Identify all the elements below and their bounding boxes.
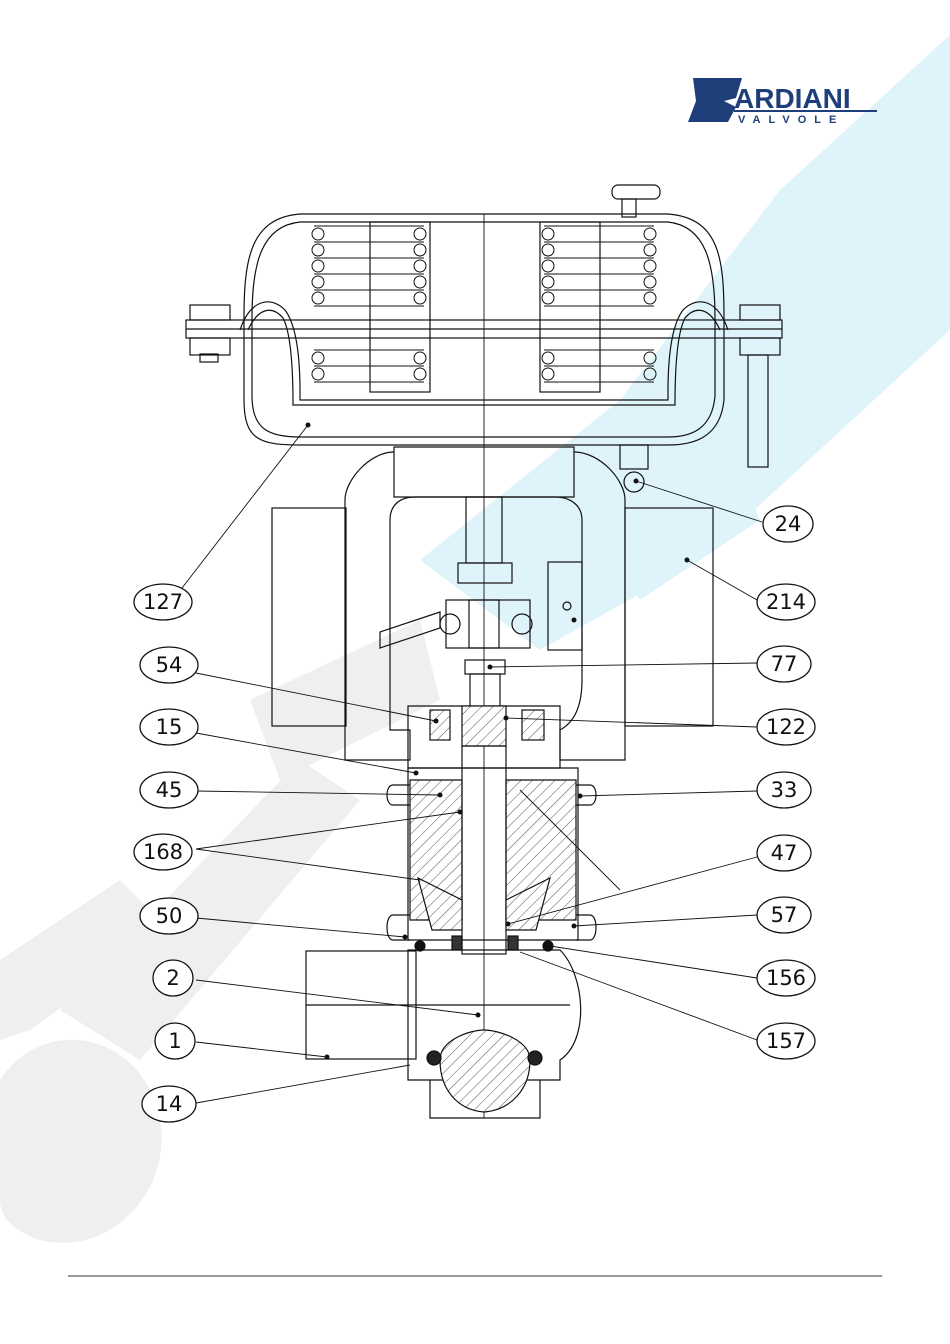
callout-label-33: 33 bbox=[771, 778, 798, 802]
callout-label-47: 47 bbox=[771, 841, 798, 865]
callout-label-122: 122 bbox=[766, 715, 806, 739]
callout-label-54: 54 bbox=[156, 653, 183, 677]
callout-57: 57 bbox=[757, 897, 811, 933]
callout-label-157: 157 bbox=[766, 1029, 806, 1053]
callout-label-50: 50 bbox=[156, 904, 183, 928]
callout-24: 24 bbox=[763, 506, 813, 542]
logo-subtitle: VALVOLE bbox=[738, 114, 844, 126]
callout-50: 50 bbox=[140, 898, 198, 934]
callout-54: 54 bbox=[140, 647, 198, 683]
logo-name-tail: ARDIANI bbox=[734, 83, 851, 114]
callout-label-214: 214 bbox=[766, 590, 806, 614]
callout-label-156: 156 bbox=[766, 966, 806, 990]
callout-127: 127 bbox=[134, 584, 192, 620]
callout-label-168: 168 bbox=[143, 840, 183, 864]
callout-label-127: 127 bbox=[143, 590, 183, 614]
callout-label-24: 24 bbox=[775, 512, 802, 536]
callout-1: 1 bbox=[155, 1023, 195, 1059]
callout-14: 14 bbox=[142, 1086, 196, 1122]
callout-label-57: 57 bbox=[771, 903, 798, 927]
callout-77: 77 bbox=[757, 646, 811, 682]
callout-label-2: 2 bbox=[166, 966, 179, 990]
callout-214: 214 bbox=[757, 584, 815, 620]
callout-label-45: 45 bbox=[156, 778, 183, 802]
callout-2: 2 bbox=[153, 960, 193, 996]
callout-156: 156 bbox=[757, 960, 815, 996]
callout-33: 33 bbox=[757, 772, 811, 808]
bardiani-logo: ARDIANI VALVOLE bbox=[688, 78, 877, 126]
callout-157: 157 bbox=[757, 1023, 815, 1059]
callout-label-77: 77 bbox=[771, 652, 798, 676]
callout-label-1: 1 bbox=[168, 1029, 181, 1053]
callout-122: 122 bbox=[757, 709, 815, 745]
callout-15: 15 bbox=[140, 709, 198, 745]
callout-45: 45 bbox=[140, 772, 198, 808]
callout-label-14: 14 bbox=[156, 1092, 183, 1116]
callout-47: 47 bbox=[757, 835, 811, 871]
callout-label-15: 15 bbox=[156, 715, 183, 739]
callout-168: 168 bbox=[134, 834, 192, 870]
